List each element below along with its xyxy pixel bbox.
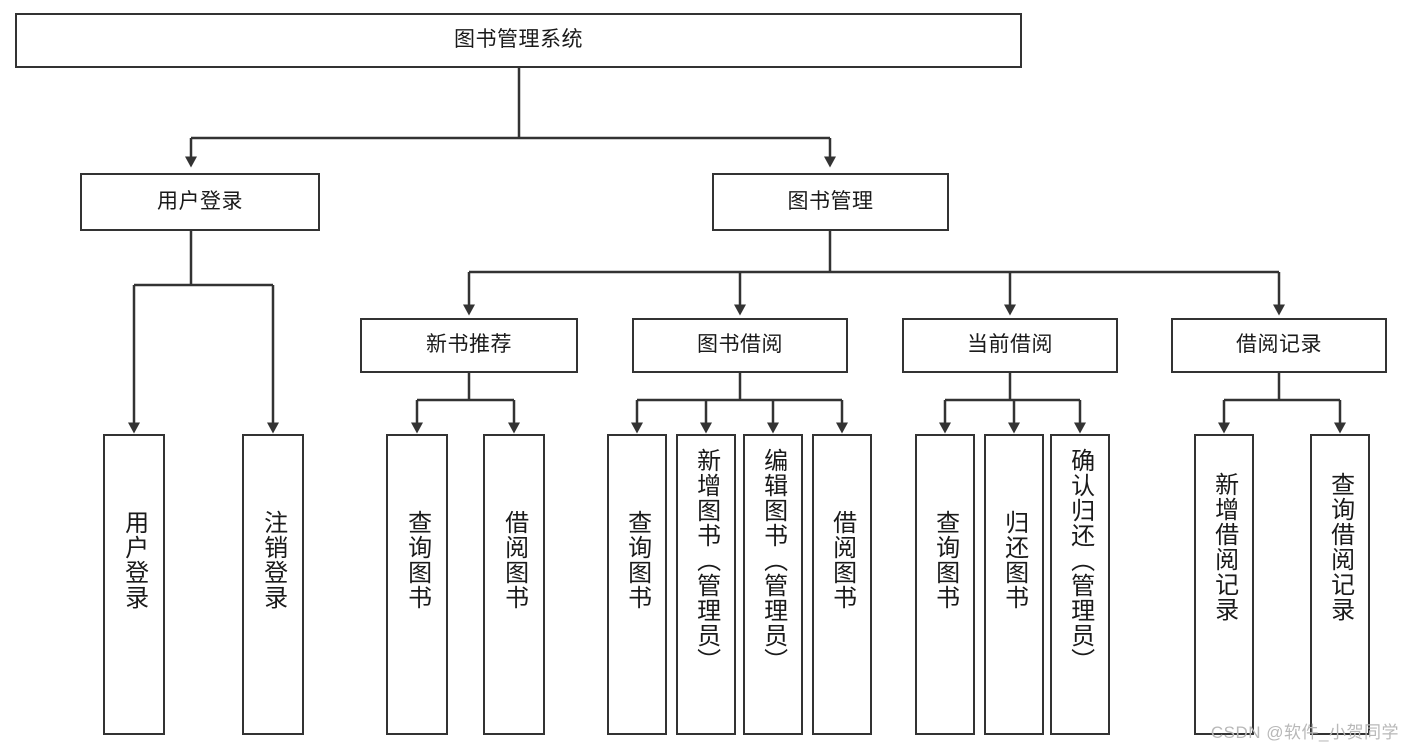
node-leaf-query-book-3[interactable]: 查询图书 (915, 434, 975, 735)
node-leaf-confirm-return-label: 确认归还（管理员） (1066, 448, 1094, 673)
node-leaf-query-book-3-label: 查询图书 (931, 510, 959, 610)
node-new-book-rec-label: 新书推荐 (426, 333, 512, 357)
node-borrow-record[interactable]: 借阅记录 (1171, 318, 1387, 373)
node-leaf-query-book-2[interactable]: 查询图书 (607, 434, 667, 735)
node-new-book-rec[interactable]: 新书推荐 (360, 318, 578, 373)
watermark: CSDN @软件_小贺同学 (1210, 723, 1399, 742)
node-user-login-label: 用户登录 (157, 189, 243, 213)
node-leaf-query-record[interactable]: 查询借阅记录 (1310, 434, 1370, 735)
node-leaf-query-record-label: 查询借阅记录 (1326, 472, 1354, 622)
node-current-borrow-label: 当前借阅 (967, 333, 1053, 357)
node-root[interactable]: 图书管理系统 (15, 13, 1022, 68)
node-leaf-borrow-book-2-label: 借阅图书 (828, 510, 856, 610)
node-leaf-confirm-return[interactable]: 确认归还（管理员） (1050, 434, 1110, 735)
node-leaf-query-book-2-label: 查询图书 (623, 510, 651, 610)
node-leaf-add-book[interactable]: 新增图书（管理员） (676, 434, 736, 735)
node-leaf-logout-label: 注销登录 (259, 510, 287, 610)
node-leaf-borrow-book-1-label: 借阅图书 (500, 510, 528, 610)
node-leaf-user-login-label: 用户登录 (120, 510, 148, 610)
node-leaf-logout[interactable]: 注销登录 (242, 434, 304, 735)
node-leaf-edit-book-label: 编辑图书（管理员） (759, 448, 787, 673)
node-book-mgmt[interactable]: 图书管理 (712, 173, 949, 231)
node-leaf-add-record-label: 新增借阅记录 (1210, 472, 1238, 622)
node-book-borrow-label: 图书借阅 (697, 333, 783, 357)
node-current-borrow[interactable]: 当前借阅 (902, 318, 1118, 373)
node-book-borrow[interactable]: 图书借阅 (632, 318, 848, 373)
node-book-mgmt-label: 图书管理 (787, 189, 874, 213)
node-leaf-borrow-book-2[interactable]: 借阅图书 (812, 434, 872, 735)
node-leaf-query-book-1-label: 查询图书 (403, 510, 431, 610)
node-leaf-return-book[interactable]: 归还图书 (984, 434, 1044, 735)
node-leaf-add-record[interactable]: 新增借阅记录 (1194, 434, 1254, 735)
node-leaf-edit-book[interactable]: 编辑图书（管理员） (743, 434, 803, 735)
node-borrow-record-label: 借阅记录 (1236, 333, 1322, 357)
node-leaf-query-book-1[interactable]: 查询图书 (386, 434, 448, 735)
node-root-label: 图书管理系统 (454, 28, 583, 52)
node-leaf-add-book-label: 新增图书（管理员） (692, 448, 720, 673)
node-leaf-borrow-book-1[interactable]: 借阅图书 (483, 434, 545, 735)
node-user-login[interactable]: 用户登录 (80, 173, 320, 231)
node-leaf-user-login[interactable]: 用户登录 (103, 434, 165, 735)
node-leaf-return-book-label: 归还图书 (1000, 510, 1028, 610)
